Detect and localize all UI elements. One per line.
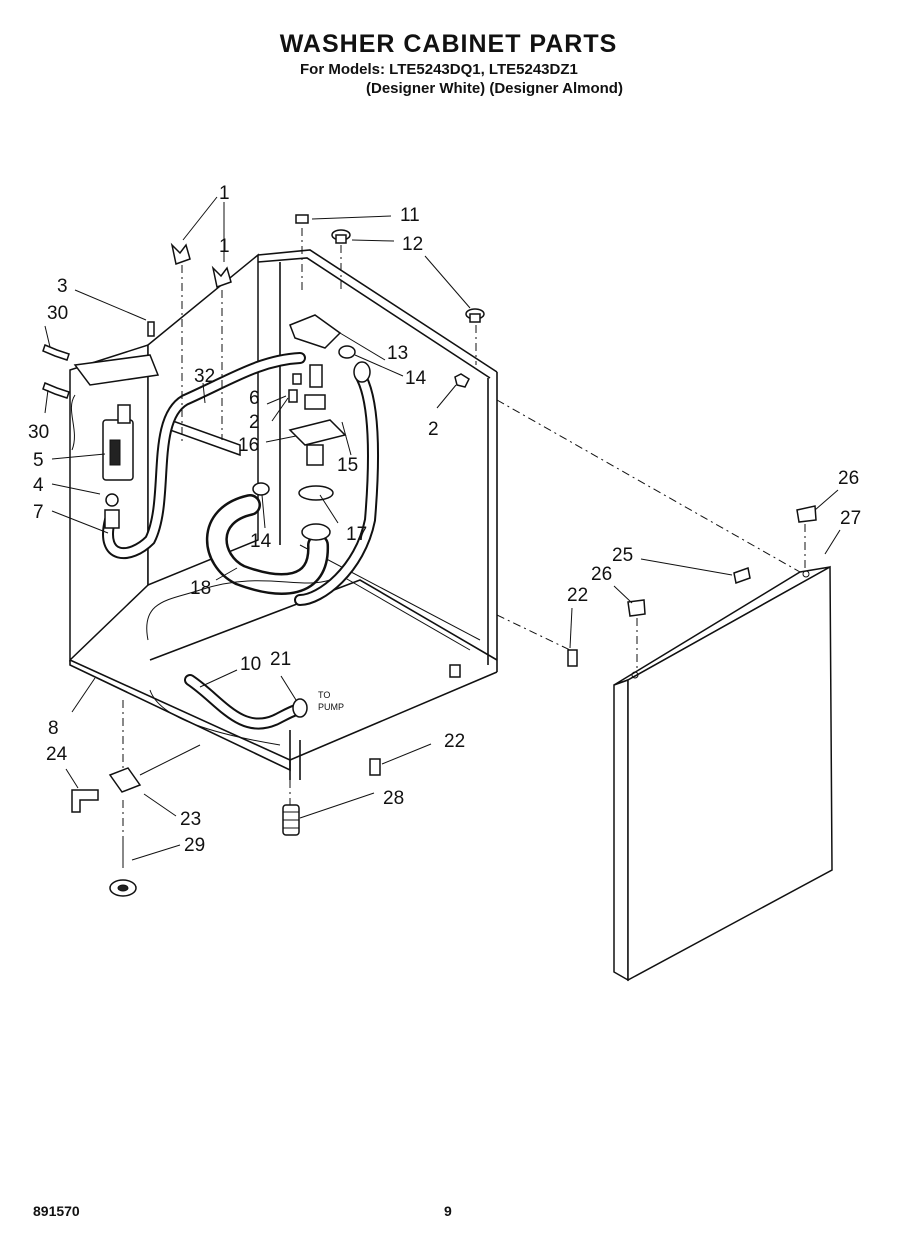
- callout-15: 15: [337, 455, 358, 476]
- callout-28: 28: [383, 788, 404, 809]
- to-pump-label-1: TO: [318, 690, 330, 700]
- to-pump-label-2: PUMP: [318, 702, 344, 712]
- page-number: 9: [444, 1203, 452, 1219]
- front-panel: [613, 565, 833, 982]
- colors-line: (Designer White) (Designer Almond): [366, 80, 623, 97]
- callout-7: 7: [33, 502, 44, 523]
- callout-10: 10: [240, 654, 261, 675]
- callout-30b: 30: [28, 422, 49, 443]
- callout-24: 24: [46, 744, 68, 765]
- cabinet-frame: [69, 249, 498, 780]
- callout-5: 5: [33, 450, 44, 471]
- callout-labels: 1 1 11 12 3 30 30 32 6 2 16 13 14 2 15 5…: [28, 183, 861, 856]
- callout-16: 16: [238, 435, 259, 456]
- callout-11: 11: [400, 205, 420, 226]
- callout-2a: 2: [249, 412, 260, 433]
- callout-22a: 22: [567, 585, 588, 606]
- doc-number: 891570: [33, 1203, 80, 1219]
- callout-32: 32: [194, 366, 215, 387]
- callout-6: 6: [249, 388, 260, 409]
- callout-18: 18: [190, 578, 211, 599]
- callout-4: 4: [33, 475, 44, 496]
- callout-17: 17: [346, 524, 367, 545]
- assembly-lines: [122, 228, 806, 840]
- callout-13: 13: [387, 343, 408, 364]
- callout-27: 27: [840, 508, 861, 529]
- callout-2b: 2: [428, 419, 439, 440]
- water-hoses: [71, 352, 379, 746]
- models-line: For Models: LTE5243DQ1, LTE5243DZ1: [300, 61, 578, 78]
- callout-14b: 14: [250, 531, 272, 552]
- callout-8: 8: [48, 718, 59, 739]
- parts-cluster: [42, 214, 817, 897]
- callout-21: 21: [270, 649, 291, 670]
- page-title: WASHER CABINET PARTS: [279, 30, 618, 58]
- callout-1a: 1: [219, 183, 230, 204]
- callout-12: 12: [402, 234, 423, 255]
- callout-25: 25: [612, 545, 633, 566]
- callout-22b: 22: [444, 731, 465, 752]
- callout-14a: 14: [405, 368, 427, 389]
- callout-30a: 30: [47, 303, 68, 324]
- callout-23: 23: [180, 809, 201, 830]
- callout-3: 3: [57, 276, 68, 297]
- leader-lines: [44, 196, 841, 861]
- callout-26b: 26: [591, 564, 612, 585]
- callout-26a: 26: [838, 468, 859, 489]
- callout-29: 29: [184, 835, 205, 856]
- callout-1b: 1: [219, 236, 230, 257]
